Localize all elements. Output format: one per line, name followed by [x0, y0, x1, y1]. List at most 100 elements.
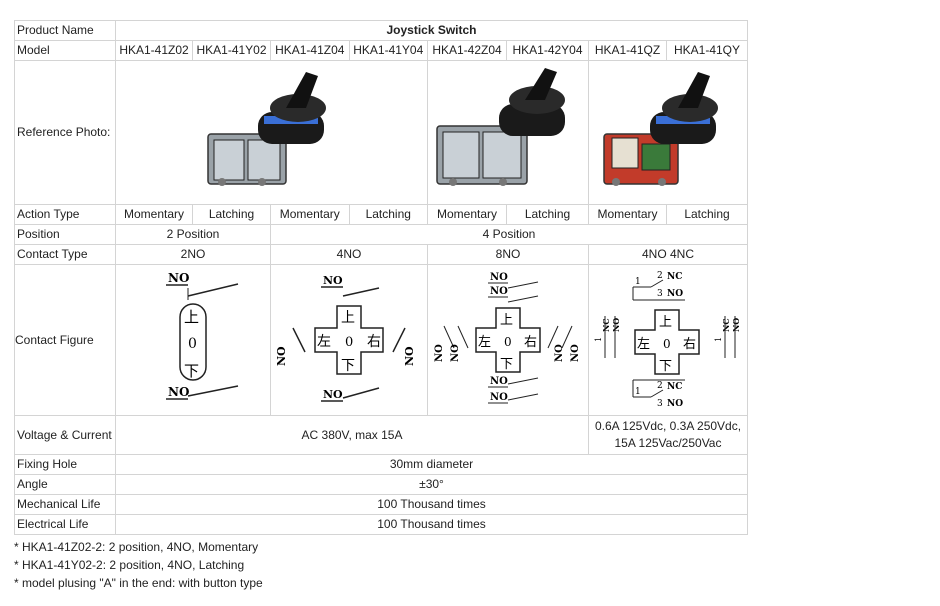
- row-electrical-life: Electrical Life 100 Thousand times: [14, 514, 748, 535]
- num-2: 2: [657, 381, 663, 391]
- action-type-cell: Latching: [506, 204, 589, 225]
- contact-type-cell: 8NO: [427, 244, 589, 265]
- up-char: 上: [341, 310, 355, 326]
- model-cell: HKA1-41Y04: [348, 40, 428, 61]
- model-cell: HKA1-42Y04: [506, 40, 589, 61]
- contact-diagram-4no: NO 上 左 0 右 下 NO NO NO: [275, 274, 416, 402]
- voltage-main-value: AC 380V, max 15A: [115, 415, 589, 455]
- no-label: NO: [434, 344, 445, 362]
- right-char: 右: [683, 337, 696, 352]
- model-cell: HKA1-41Z02: [115, 40, 193, 61]
- row-voltage-current: Voltage & Current AC 380V, max 15A 0.6A …: [14, 415, 748, 455]
- no-label: NO: [168, 271, 189, 285]
- fixing-hole-value: 30mm diameter: [115, 454, 748, 475]
- no-label: NO: [570, 344, 581, 362]
- photo-cell-41: [115, 60, 428, 205]
- no-label: NO: [168, 385, 189, 399]
- action-type-cell: Momentary: [427, 204, 507, 225]
- num-3: 3: [657, 399, 663, 409]
- right-char: 右: [367, 334, 381, 350]
- row-contact-type: Contact Type 2NO 4NO 8NO 4NO 4NC: [14, 244, 748, 265]
- no-label: NO: [554, 344, 565, 362]
- position-cell: 2 Position: [115, 224, 271, 245]
- up-char: 上: [500, 313, 513, 328]
- contact-figure-8no: NO NO 上 左 0 右 下 NO NO NO NO NO NO: [427, 264, 589, 416]
- row-contact-figure: Contact Figure NO 上 0 下 NO NO: [14, 264, 748, 416]
- row-product-name: Product Name Joystick Switch: [14, 20, 748, 41]
- nc-label: NC: [667, 272, 682, 282]
- no-label: NO: [403, 346, 416, 366]
- row-mechanical-life: Mechanical Life 100 Thousand times: [14, 494, 748, 515]
- down-char: 下: [500, 357, 513, 372]
- label-model: Model: [14, 40, 116, 61]
- contact-diagram-8no: NO NO 上 左 0 右 下 NO NO NO NO NO NO: [434, 272, 581, 404]
- label-reference-photo: Reference Photo:: [14, 60, 116, 205]
- photo-cell-42: [427, 60, 589, 205]
- num-2: 2: [657, 271, 663, 281]
- no-label: NO: [731, 318, 741, 332]
- contact-diagram-2no: NO 上 0 下 NO: [166, 271, 239, 400]
- no-label: NO: [323, 274, 343, 287]
- label-fixing-hole: Fixing Hole: [14, 454, 116, 475]
- voltage-qz-value: 0.6A 125Vdc, 0.3A 250Vdc, 15A 125Vac/250…: [588, 415, 748, 455]
- down-char: 下: [659, 359, 672, 374]
- footnotes: * HKA1-41Z02-2: 2 position, 4NO, Momenta…: [14, 538, 263, 592]
- row-fixing-hole: Fixing Hole 30mm diameter: [14, 454, 748, 475]
- contact-figure-2no: NO 上 0 下 NO: [115, 264, 271, 416]
- voltage-qz-line2: 15A 125Vac/250Vac: [614, 436, 722, 450]
- nc-label: NC: [721, 318, 731, 332]
- photo-cell-41q: [588, 60, 748, 205]
- zero-char: 0: [504, 335, 512, 349]
- no-label: NO: [490, 392, 508, 403]
- up-char: 上: [184, 308, 199, 326]
- zero-char: 0: [188, 336, 197, 352]
- contact-type-cell: 2NO: [115, 244, 271, 265]
- footnote: * model plusing "A" in the end: with but…: [14, 576, 263, 590]
- product-name-value: Joystick Switch: [115, 20, 748, 41]
- row-angle: Angle ±30°: [14, 474, 748, 495]
- contact-type-cell: 4NO 4NC: [588, 244, 748, 265]
- contact-diagram-4no4nc: 1 2 NC 3 NO 上 左 0 右 下 1 NC NO 1 NC NO: [594, 271, 741, 409]
- contact-figure-4no4nc: 1 2 NC 3 NO 上 左 0 右 下 1 NC NO 1 NC NO: [588, 264, 748, 416]
- voltage-qz-line1: 0.6A 125Vdc, 0.3A 250Vdc,: [594, 419, 742, 433]
- spec-table: Product Name Joystick Switch Model HKA1-…: [14, 20, 748, 535]
- model-cell: HKA1-41QZ: [588, 40, 667, 61]
- row-position: Position 2 Position 4 Position: [14, 224, 748, 245]
- model-cell: HKA1-41QY: [666, 40, 748, 61]
- row-model: Model HKA1-41Z02 HKA1-41Y02 HKA1-41Z04 H…: [14, 40, 748, 61]
- angle-value: ±30°: [115, 474, 748, 495]
- left-char: 左: [317, 334, 331, 350]
- row-action-type: Action Type Momentary Latching Momentary…: [14, 204, 748, 225]
- model-cell: HKA1-42Z04: [427, 40, 507, 61]
- action-type-cell: Momentary: [270, 204, 350, 225]
- label-mechanical-life: Mechanical Life: [14, 494, 116, 515]
- label-voltage-current: Voltage & Current: [14, 415, 116, 455]
- label-action-type: Action Type: [14, 204, 116, 225]
- joystick-switch-photo-41q: [603, 71, 718, 186]
- joystick-switch-photo-42: [436, 67, 565, 186]
- no-label: NO: [667, 289, 683, 299]
- nc-label: NC: [601, 318, 611, 332]
- position-cell: 4 Position: [270, 224, 748, 245]
- contact-figure-4no: NO 上 左 0 右 下 NO NO NO: [270, 264, 428, 416]
- no-label: NO: [323, 388, 343, 401]
- electrical-life-value: 100 Thousand times: [115, 514, 748, 535]
- action-type-cell: Latching: [192, 204, 271, 225]
- up-char: 上: [659, 315, 672, 330]
- footnote: * HKA1-41Y02-2: 2 position, 4NO, Latchin…: [14, 558, 245, 572]
- left-char: 左: [478, 335, 491, 350]
- num-3: 3: [657, 289, 663, 299]
- row-reference-photo: Reference Photo:: [14, 60, 748, 205]
- right-char: 右: [524, 335, 537, 350]
- num-1: 1: [714, 337, 723, 342]
- label-product-name: Product Name: [14, 20, 116, 41]
- no-label: NO: [275, 346, 288, 366]
- label-position: Position: [14, 224, 116, 245]
- mechanical-life-value: 100 Thousand times: [115, 494, 748, 515]
- num-1: 1: [635, 277, 641, 287]
- label-angle: Angle: [14, 474, 116, 495]
- no-label: NO: [611, 318, 621, 332]
- model-cell: HKA1-41Z04: [270, 40, 350, 61]
- left-char: 左: [637, 337, 650, 352]
- action-type-cell: Latching: [666, 204, 748, 225]
